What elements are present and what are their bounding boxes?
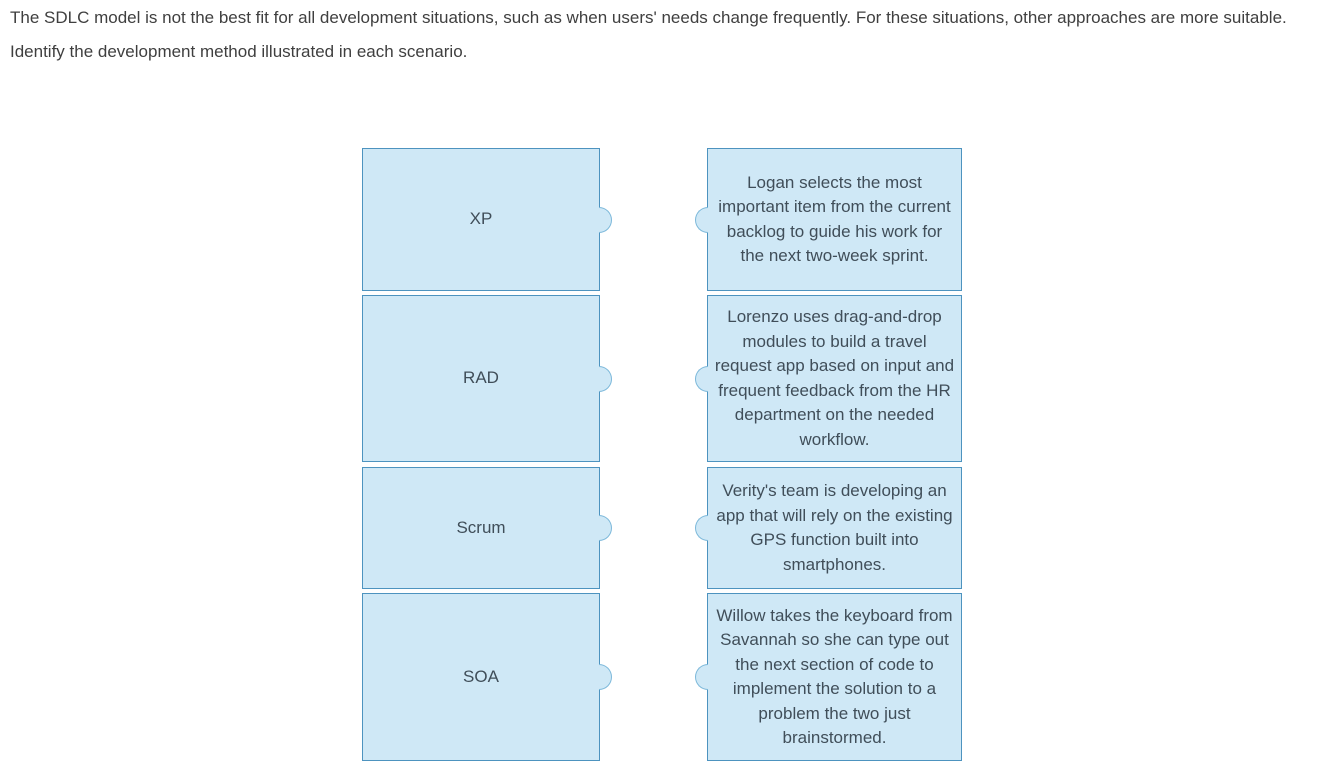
scenario-box-3[interactable]: Verity's team is developing an app that … xyxy=(695,467,962,589)
term-box-soa[interactable]: SOA xyxy=(362,593,612,761)
scenario-text-3: Verity's team is developing an app that … xyxy=(716,481,953,574)
puzzle-tab-icon xyxy=(695,206,708,233)
puzzle-tab-icon xyxy=(599,365,612,392)
term-box-scrum[interactable]: Scrum xyxy=(362,467,612,589)
term-label-rad: RAD xyxy=(463,368,499,388)
scenario-box-2[interactable]: Lorenzo uses drag-and-drop modules to bu… xyxy=(695,295,962,462)
scenario-box-1[interactable]: Logan selects the most important item fr… xyxy=(695,148,962,291)
puzzle-tab-icon xyxy=(599,206,612,233)
puzzle-tab-icon xyxy=(695,365,708,392)
scenario-text-2: Lorenzo uses drag-and-drop modules to bu… xyxy=(714,307,955,449)
puzzle-tab-icon xyxy=(695,515,708,541)
scenario-box-4[interactable]: Willow takes the keyboard from Savannah … xyxy=(695,593,962,761)
term-box-xp[interactable]: XP xyxy=(362,148,612,291)
term-label-xp: XP xyxy=(469,209,493,229)
term-label-soa: SOA xyxy=(463,666,499,686)
puzzle-tab-icon xyxy=(695,664,708,690)
puzzle-tab-icon xyxy=(599,515,612,541)
scenario-text-4: Willow takes the keyboard from Savannah … xyxy=(716,605,953,748)
scenario-text-1: Logan selects the most important item fr… xyxy=(718,172,951,266)
instructions-paragraph-2: Identify the development method illustra… xyxy=(10,42,468,61)
term-label-scrum: Scrum xyxy=(456,517,506,537)
instructions-paragraph-1: The SDLC model is not the best fit for a… xyxy=(10,8,1287,27)
puzzle-tab-icon xyxy=(599,664,612,690)
exercise-instructions: The SDLC model is not the best fit for a… xyxy=(10,5,1322,64)
term-box-rad[interactable]: RAD xyxy=(362,295,612,462)
